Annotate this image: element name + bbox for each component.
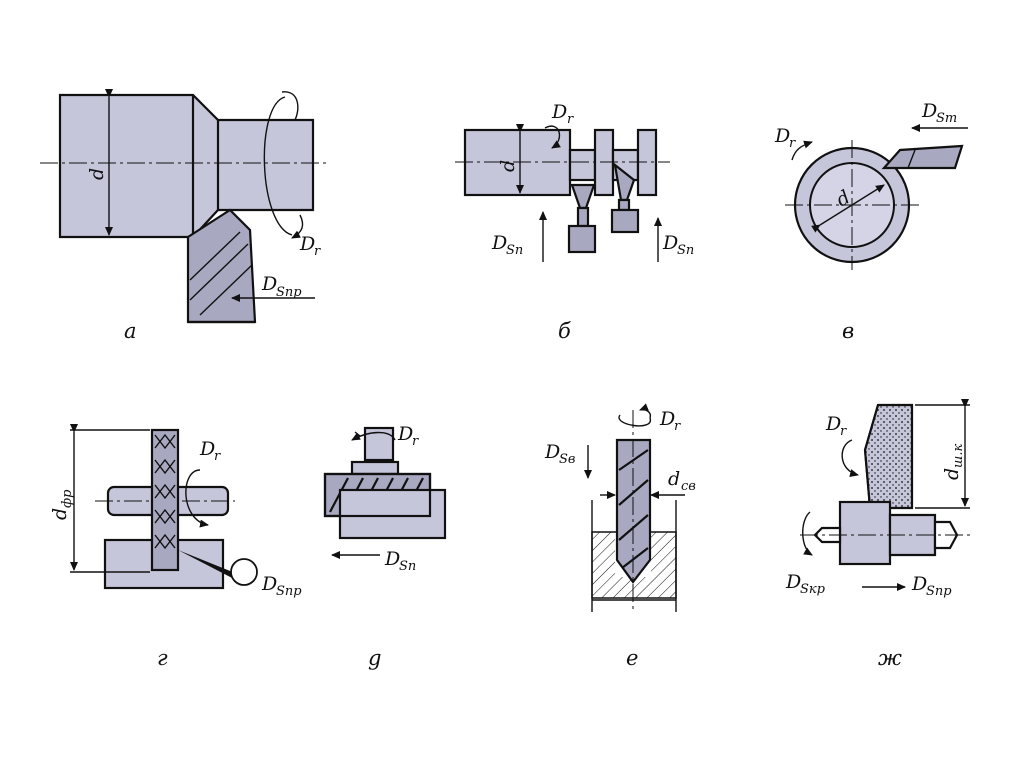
caption-v: в: [842, 319, 854, 343]
svg-text:r: r: [840, 424, 847, 439]
svg-text:D: D: [785, 571, 801, 593]
svg-text:r: r: [214, 449, 221, 464]
figure-a-turning: d D r D Sпр а: [40, 89, 330, 343]
svg-text:Sп: Sп: [506, 243, 523, 258]
svg-text:Sп: Sп: [399, 559, 416, 574]
figure-b-boring: d D r D Sп D Sп б: [455, 101, 694, 343]
svg-text:фр: фр: [60, 489, 75, 508]
svg-text:D: D: [261, 273, 277, 295]
hob-teeth: [154, 433, 176, 550]
workpiece-shaft: [58, 93, 315, 239]
figure-d-milling: D r D Sп g: [323, 423, 447, 670]
svg-text:D: D: [544, 441, 560, 463]
caption-e: е: [626, 646, 638, 670]
svg-text:D: D: [921, 100, 937, 122]
caption-d: g: [368, 646, 381, 670]
svg-text:D: D: [491, 232, 507, 254]
svg-text:Sпр: Sпр: [276, 584, 302, 599]
svg-text:D: D: [825, 413, 841, 435]
svg-text:r: r: [314, 244, 321, 259]
svg-text:D: D: [261, 573, 277, 595]
svg-text:Sпр: Sпр: [926, 584, 952, 599]
figure-e-drilling: D r D Sв d св е: [544, 403, 696, 670]
svg-text:Sп: Sп: [677, 243, 694, 258]
caption-b: б: [558, 319, 571, 343]
svg-text:D: D: [199, 438, 215, 460]
figure-g-hobbing: d фр D r D Sпр г: [49, 424, 302, 670]
svg-text:D: D: [659, 408, 675, 430]
diameter-label: d: [86, 168, 108, 180]
svg-text:r: r: [567, 112, 574, 127]
caption-zh: ж: [878, 646, 902, 670]
svg-text:d: d: [668, 468, 680, 490]
svg-text:r: r: [412, 434, 419, 449]
svg-text:св: св: [681, 479, 696, 494]
svg-text:D: D: [774, 125, 790, 147]
svg-text:d: d: [49, 508, 71, 520]
svg-text:ш.к: ш.к: [951, 444, 966, 468]
svg-text:D: D: [397, 423, 413, 445]
svg-text:Sт: Sт: [936, 111, 957, 126]
svg-text:r: r: [674, 419, 681, 434]
figure-zh-grinding: d ш.к D r D Sкр D Sпр ж: [785, 399, 972, 670]
figure-v-round: d D Sт D r в: [774, 100, 968, 343]
svg-text:D: D: [299, 233, 315, 255]
svg-text:Sкр: Sкр: [800, 582, 826, 597]
svg-text:D: D: [911, 573, 927, 595]
svg-text:d: d: [497, 160, 519, 172]
svg-text:Sпр: Sпр: [276, 285, 302, 300]
svg-text:r: r: [789, 136, 796, 151]
caption-g: г: [157, 646, 168, 670]
svg-text:D: D: [551, 101, 567, 123]
svg-text:d: d: [941, 468, 963, 480]
rotation-arrow: [263, 96, 293, 236]
svg-text:Sв: Sв: [559, 452, 575, 467]
caption-a: а: [124, 319, 137, 343]
svg-text:D: D: [662, 232, 678, 254]
svg-text:D: D: [384, 548, 400, 570]
